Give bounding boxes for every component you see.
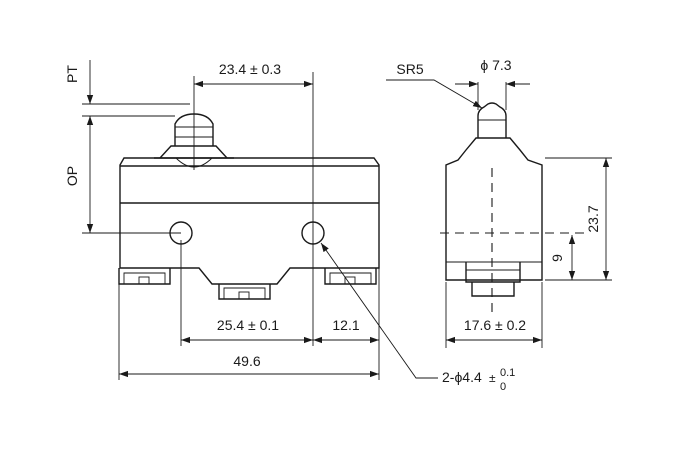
hole-callout-tol-symbol: ±	[489, 371, 496, 385]
side-view: SR5 ϕ 7.3 23.7 9 17.6 ± 0.2	[386, 57, 612, 348]
sr5-label: SR5	[396, 61, 423, 77]
switch-body	[119, 157, 380, 285]
terminal-left	[118, 268, 171, 285]
hole-callout: 2-ϕ4.4 ± 0.1 0	[442, 367, 515, 393]
hole-callout-leader	[320, 242, 438, 379]
hole-height-text: 9	[549, 254, 565, 262]
hole-to-edge-text: 12.1	[332, 317, 359, 333]
hole-callout-tol-lower: 0	[500, 381, 506, 393]
side-plunger	[477, 102, 507, 138]
height-text: 23.7	[585, 205, 601, 232]
overall-length-text: 49.6	[233, 353, 260, 369]
hole-callout-prefix: 2-ϕ4.4	[442, 369, 482, 385]
op-label: OP	[64, 166, 80, 186]
width-text: 17.6 ± 0.2	[464, 317, 526, 333]
side-terminal	[465, 262, 521, 297]
terminal-middle	[218, 284, 271, 300]
phi-label: ϕ 7.3	[480, 57, 511, 73]
sr5-leader	[386, 79, 483, 109]
side-body	[445, 137, 543, 281]
front-view: PT OP 23.4 ± 0.3 25.4 ± 0.1 12.1 49.6 2-…	[64, 60, 515, 393]
hole-spacing-text: 25.4 ± 0.1	[217, 317, 279, 333]
pt-label: PT	[64, 65, 80, 83]
top-dimension-text: 23.4 ± 0.3	[219, 61, 281, 77]
terminal-right	[324, 268, 377, 285]
hole-callout-tol-upper: 0.1	[500, 367, 515, 379]
